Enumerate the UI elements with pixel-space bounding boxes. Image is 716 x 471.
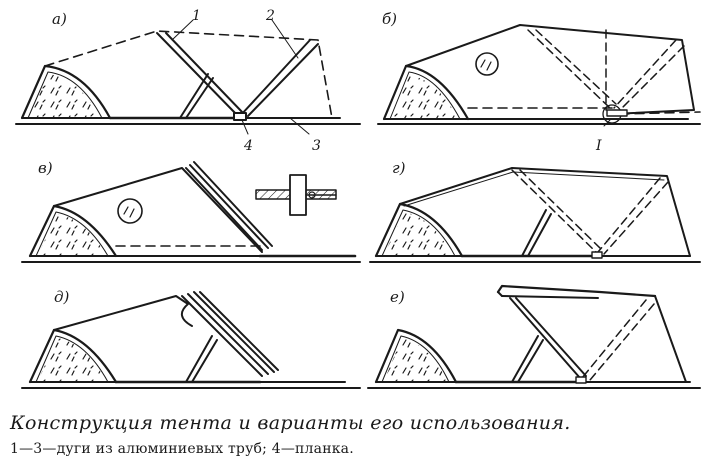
panel-a: а)	[15, 8, 361, 154]
panel-d-canopy	[53, 295, 262, 384]
figure-caption-legend: 1—3—дуги из алюминиевых труб; 4—планка.	[10, 441, 354, 457]
panel-b-folded-bows	[527, 29, 685, 111]
panel-d-windshield	[38, 338, 106, 381]
panel-v-windshield	[38, 214, 106, 255]
frame-bow-1	[156, 32, 245, 117]
panel-e-rolled-top	[496, 284, 657, 299]
frame-bow-2	[239, 39, 319, 117]
callout-lines	[171, 19, 310, 135]
panel-b-side-window	[475, 52, 499, 76]
figure-caption-title: Конструкция тента и варианты его использ…	[10, 412, 571, 434]
panel-d-folded-bows	[181, 291, 279, 377]
panel-a-label: а)	[52, 10, 67, 28]
panel-g-bows	[511, 169, 669, 255]
panel-a-windshield	[30, 74, 100, 117]
panel-e-windshield	[384, 338, 447, 381]
panel-v-side-window	[117, 198, 143, 224]
panel-e-bows	[509, 297, 587, 379]
batten-strip	[233, 112, 247, 121]
panel-b-canopy	[405, 24, 701, 115]
callout-4: 4	[243, 138, 253, 154]
panel-v-folded-bows	[185, 161, 273, 251]
panel-v-canopy	[53, 167, 357, 258]
panel-e-strut	[511, 335, 544, 383]
panel-v: в)	[21, 159, 361, 263]
detail-callout: I	[595, 138, 602, 154]
panel-d-label: д)	[54, 288, 70, 306]
frame-bow-3	[179, 73, 214, 119]
panel-e-dashed-bow	[581, 299, 655, 381]
panel-e: е)	[367, 284, 701, 389]
panel-b: б) I	[377, 10, 701, 154]
panel-d: д)	[21, 288, 361, 389]
panel-d-strut	[185, 335, 218, 383]
panel-e-label: е)	[390, 288, 405, 306]
panel-g: г)	[369, 159, 701, 263]
panel-g-label: г)	[392, 159, 406, 177]
batten-detail-inset	[255, 174, 337, 216]
panel-a-canopy-outline	[44, 30, 333, 120]
callout-2: 2	[265, 8, 275, 24]
panel-g-strut	[521, 209, 552, 257]
panel-b-label: б)	[382, 10, 397, 28]
panel-v-label: в)	[38, 159, 53, 177]
panel-b-windshield	[392, 75, 458, 118]
callout-3: 3	[312, 138, 321, 154]
tent-diagram-figure: а)	[15, 8, 701, 389]
panel-g-windshield	[384, 212, 452, 255]
callout-1: 1	[192, 8, 201, 24]
